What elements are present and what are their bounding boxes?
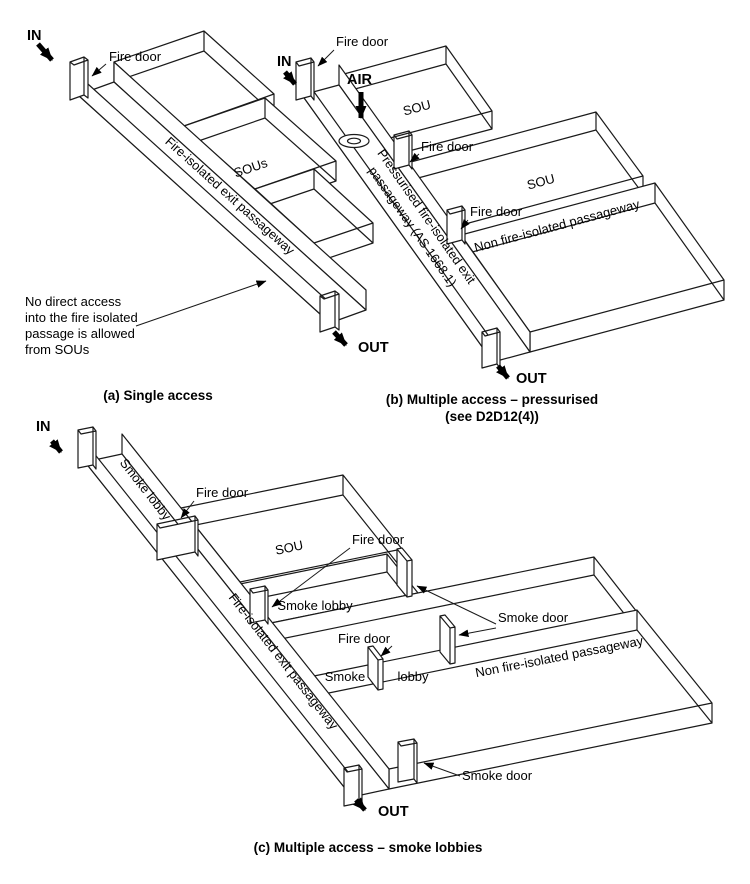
fire-door-c-entry [77,426,97,470]
lobby-word-label: lobby [397,669,429,684]
smoke-door-c1-leader-arrow [416,585,497,625]
fire-door-a-leader-arrow [91,63,107,77]
fire-door-c2-leader-arrow [271,547,351,608]
fire-door-c3 [367,645,384,691]
smoke-door-c3 [397,738,418,784]
fire-door-c2 [249,585,269,625]
in-arrow-c [49,439,63,454]
fire-door-a-exit [319,290,340,333]
fire-door-b2 [393,130,413,170]
note-line-2: into the fire isolated [25,310,138,325]
smoke-word-label: Smoke [325,669,365,684]
fire-door-label-b3: Fire door [470,204,523,219]
note-line-1: No direct access [25,294,122,309]
note-line-3: passage is allowed [25,326,135,341]
sou-label-b1: SOU [401,97,432,119]
fire-door-b3-leader-arrow [460,219,470,230]
sou-label-c: SOU [274,537,305,558]
smoke-lobby-label-strip: Smoke lobby [277,598,353,613]
smoke-door-c3-leader-arrow [423,762,461,777]
fire-door-label-c2: Fire door [352,532,405,547]
in-arrow-b [283,70,297,86]
note-leader-arrow [135,280,267,327]
fire-door-c3-leader-arrow [380,645,393,657]
fire-door-c1-leader-arrow [180,500,195,519]
in-arrow-a [36,42,54,62]
out-arrow-b [496,364,510,380]
out-arrow-a [332,330,348,347]
fire-door-a-entry [69,56,89,101]
smoke-door-label-c1: Smoke door [498,610,569,625]
in-label-b: IN [277,54,292,70]
note-line-4: from SOUs [25,342,90,357]
fire-door-b-entry [295,57,315,101]
fire-door-label-c1: Fire door [196,485,249,500]
fire-door-label-b1: Fire door [336,34,389,49]
fire-door-label-c3: Fire door [338,631,391,646]
fire-door-c1 [156,515,199,561]
fire-door-b3 [446,205,466,245]
fire-door-b2-leader-arrow [409,152,420,163]
caption-a: (a) Single access [103,388,213,403]
pressurisation-fan-icon [338,133,370,149]
in-label-a: IN [27,28,42,44]
out-label-c: OUT [378,804,409,820]
caption-c: (c) Multiple access – smoke lobbies [254,840,483,855]
caption-b-line2: (see D2D12(4)) [445,409,539,424]
caption-b-line1: (b) Multiple access – pressurised [386,392,598,407]
smoke-door-c1 [396,547,413,598]
sou-label-b2: SOU [525,171,556,193]
smoke-door-c2-leader-arrow [458,627,497,637]
out-label-a: OUT [358,340,389,356]
out-arrow-c [352,797,367,812]
diagram-b: IN Fire door AIR SOU Fire door SOU Fire … [277,34,725,424]
in-label-c: IN [36,419,51,435]
fire-door-b1-leader-arrow [317,49,335,67]
diagram-c: IN Smoke lobby Fire door SOU Fire door S… [36,419,713,855]
out-label-b: OUT [516,371,547,387]
fire-door-label-b2: Fire door [421,139,474,154]
smoke-door-label-c2: Smoke door [462,768,533,783]
diagram-a: IN Fire door Fire-isolated exit passagew… [25,28,389,403]
air-label: AIR [347,72,373,88]
fire-door-b-exit [481,327,501,369]
smoke-door-c2 [439,614,456,665]
fire-door-label-a: Fire door [109,49,162,64]
